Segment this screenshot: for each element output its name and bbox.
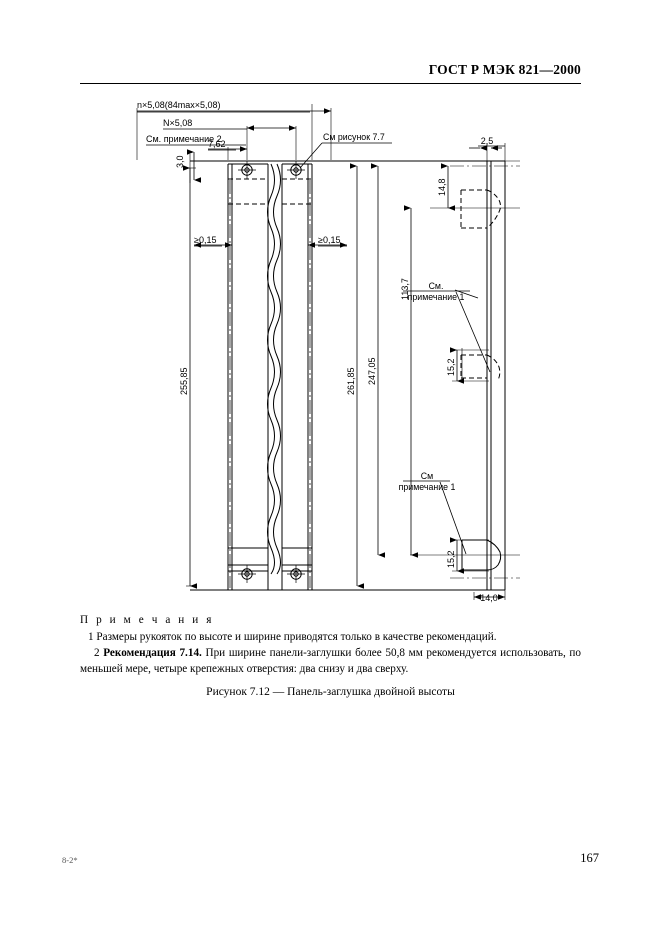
callout-see-note-1-upper-line2: примечание 1	[408, 292, 465, 302]
header-rule	[80, 83, 581, 84]
dim-height-24705: 247,05	[367, 357, 377, 385]
callout-see-note-1-lower-line2: примечание 1	[399, 482, 456, 492]
note-2: 2 Рекомендация 7.14. При ширине панели-з…	[80, 646, 581, 678]
note-2-index: 2	[94, 646, 100, 659]
dim-handle-upper-152: 15,2	[446, 358, 456, 376]
callout-see-note-1-lower-line1: См	[421, 471, 433, 481]
notes-block: П р и м е ч а н и я 1 Размеры рукояток п…	[80, 613, 581, 678]
dim-depth-140: 14,0	[480, 593, 498, 603]
note-1: 1 Размеры рукояток по высоте и ширине пр…	[88, 630, 497, 643]
dim-pitch-n: N×5,08	[163, 118, 192, 128]
dim-top-148: 14,8	[437, 178, 447, 196]
technical-drawing: n×5,08(84max×5,08) N×5,08 См. примечание…	[136, 100, 520, 603]
dim-pitch-total: n×5,08(84max×5,08)	[137, 100, 221, 110]
note-2-rest: При ширине панели-заглушки более 50,8 мм…	[80, 646, 582, 675]
dim-see-note-2: См. примечание 2	[146, 134, 222, 144]
dim-thickness-30: 3,0	[175, 155, 185, 168]
footer-signature: 8-2*	[62, 855, 78, 865]
dim-handle-lower-152: 15,2	[446, 550, 456, 568]
callout-see-figure-77: См рисунок 7.7	[323, 132, 385, 142]
dim-clearance-right: ≥0,15	[318, 235, 340, 245]
figure-caption: Рисунок 7.12 — Панель-заглушка двойной в…	[206, 686, 455, 698]
dim-offset-762: 7,62	[208, 139, 226, 149]
notes-heading: П р и м е ч а н и я	[80, 614, 214, 626]
page-number: 167	[580, 851, 599, 865]
dim-clearance-left: ≥0,15	[194, 235, 216, 245]
dim-depth-25: 2,5	[481, 136, 494, 146]
callout-see-note-1-upper-line1: См.	[429, 281, 444, 291]
dim-height-26185: 261,85	[346, 367, 356, 395]
standard-title: ГОСТ Р МЭК 821—2000	[428, 62, 581, 77]
dim-height-1137: 113,7	[400, 278, 410, 300]
note-2-bold: Рекомендация 7.14.	[103, 646, 202, 659]
dim-height-25585: 255,85	[179, 367, 189, 395]
